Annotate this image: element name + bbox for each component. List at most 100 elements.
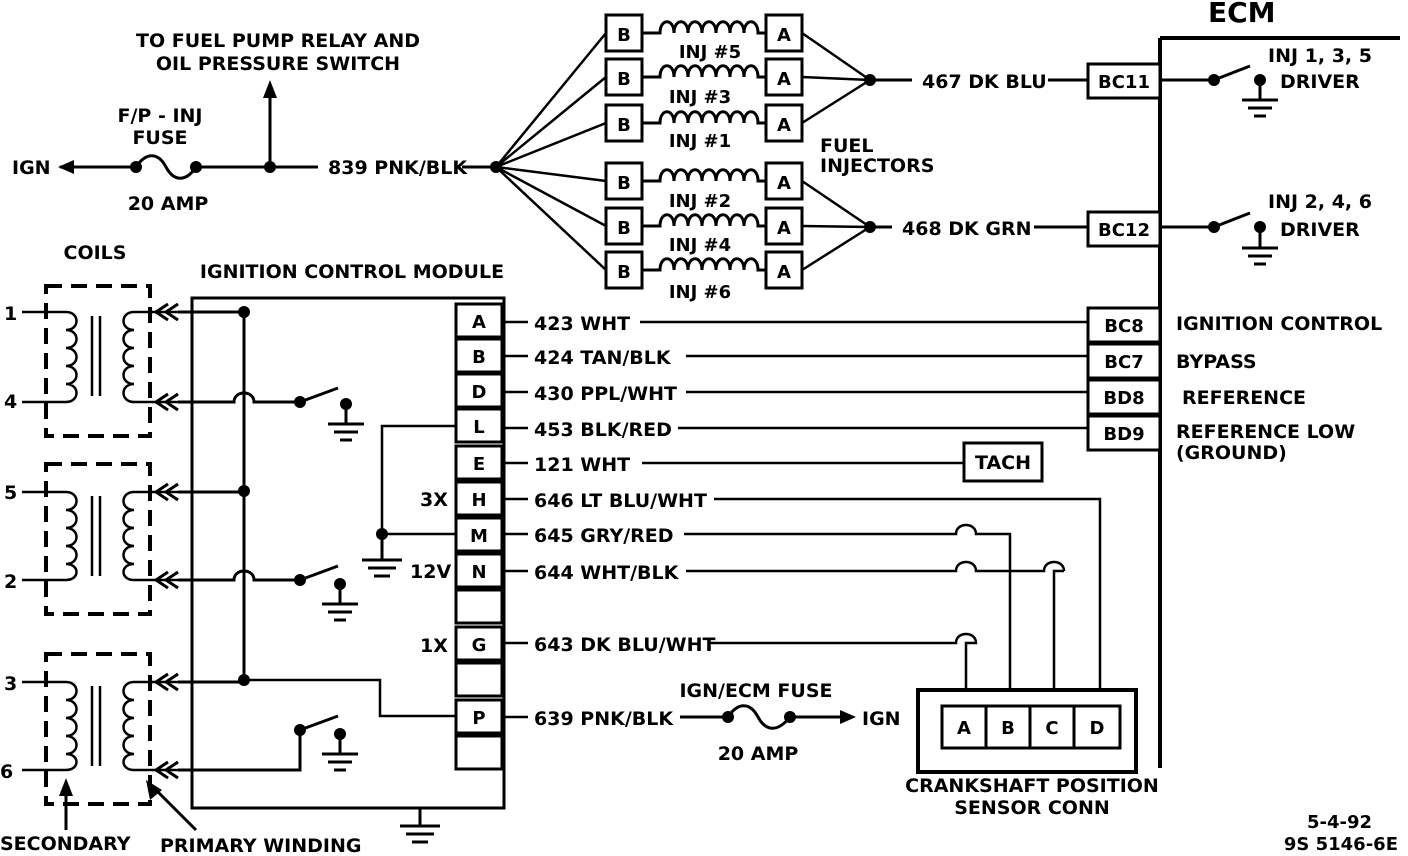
inj5-pin-b: B — [617, 25, 631, 46]
icm-pin-l: L — [473, 417, 484, 438]
icm-title: IGNITION CONTROL MODULE — [200, 261, 504, 283]
ckp-label-line1: CRANKSHAFT POSITION — [905, 775, 1159, 797]
wire-639-label: 639 PNK/BLK — [534, 708, 674, 730]
inj4-pin-a: A — [777, 218, 791, 239]
inj3-label: INJ #3 — [669, 87, 731, 108]
wire-424-label: 424 TAN/BLK — [534, 347, 672, 369]
ckp-pin-b: B — [1001, 718, 1015, 739]
wire-467-label: 467 DK BLU — [922, 71, 1047, 93]
icm-12v-label: 12V — [410, 561, 451, 583]
fp-inj-fuse-label-line1: F/P - INJ — [118, 105, 203, 127]
injector-3: B A INJ #3 — [604, 57, 804, 108]
wire-643-label: 643 DK BLU/WHT — [534, 634, 716, 656]
icm-wiring: 423 WHT 424 TAN/BLK 430 PPL/WHT 453 BLK/… — [504, 313, 1102, 730]
coil-terminal-1: 1 — [4, 303, 17, 325]
fp-inj-fuse-label-line2: FUSE — [132, 127, 187, 149]
wire-121-label: 121 WHT — [534, 454, 630, 476]
driver2-label-line1: INJ 2, 4, 6 — [1268, 191, 1372, 213]
ign-label-lower: IGN — [862, 708, 901, 730]
inj6-label: INJ #6 — [669, 282, 731, 303]
coil-terminal-5: 5 — [4, 482, 17, 504]
relay-label-line2: OIL PRESSURE SWITCH — [156, 53, 400, 75]
wire-468-label: 468 DK GRN — [902, 218, 1032, 240]
coil-terminal-3: 3 — [4, 673, 17, 695]
wire-644-label: 644 WHT/BLK — [534, 562, 680, 584]
icm-pin-h: H — [471, 490, 486, 511]
inj2-label: INJ #2 — [669, 191, 731, 212]
pin-bc11: BC11 — [1098, 72, 1150, 93]
icm-pin-m: M — [470, 526, 488, 547]
ckp-label-line2: SENSOR CONN — [954, 797, 1110, 819]
injector-2: B A INJ #2 — [604, 161, 804, 212]
ecm-bypass-label: BYPASS — [1176, 351, 1257, 373]
fp-inj-fuse-circuit: TO FUEL PUMP RELAY AND OIL PRESSURE SWIT… — [12, 30, 502, 215]
ecm-reference-label: REFERENCE — [1182, 387, 1306, 409]
pin-bc7: BC7 — [1104, 352, 1143, 373]
fuel-injectors-label-line1: FUEL — [820, 135, 874, 157]
footer-code: 9S 5146-6E — [1284, 834, 1398, 855]
tach-label: TACH — [975, 452, 1031, 474]
inj4-pin-b: B — [617, 218, 631, 239]
icm-pin-a: A — [472, 312, 486, 333]
injector-5: B A INJ #5 — [604, 13, 804, 63]
diagram-footer: 5-4-92 9S 5146-6E — [1284, 812, 1398, 855]
ignition-control-module: IGNITION CONTROL MODULE — [178, 261, 506, 844]
pin-bd8: BD8 — [1103, 388, 1144, 409]
pin-bc8: BC8 — [1104, 316, 1143, 337]
ign-ecm-fuse-label: IGN/ECM FUSE — [679, 680, 832, 702]
coil-terminal-2: 2 — [4, 571, 17, 593]
pin-bc12: BC12 — [1098, 220, 1150, 241]
inj4-label: INJ #4 — [669, 235, 731, 256]
wire-839-label: 839 PNK/BLK — [328, 157, 468, 179]
icm-pin-g: G — [472, 635, 487, 656]
footer-date: 5-4-92 — [1307, 812, 1372, 833]
driver1-label-line2: DRIVER — [1280, 71, 1360, 93]
ign-ecm-fuse-circuit: IGN/ECM FUSE 20 AMP IGN — [679, 680, 900, 765]
wire-453-label: 453 BLK/RED — [534, 419, 672, 441]
ecm-ignition-control-label: IGNITION CONTROL — [1176, 313, 1382, 335]
ckp-pin-d: D — [1090, 718, 1105, 739]
inj1-label: INJ #1 — [669, 131, 731, 152]
wire-423-label: 423 WHT — [534, 313, 630, 335]
fuel-injectors: B A INJ #5 B A INJ #3 B A INJ #1 B — [495, 13, 1088, 303]
driver1-label-line1: INJ 1, 3, 5 — [1268, 45, 1372, 67]
ecm-ground-label: (GROUND) — [1176, 442, 1287, 464]
coils-title: COILS — [64, 242, 127, 264]
inj2-pin-a: A — [777, 173, 791, 194]
coil-terminal-4: 4 — [4, 391, 17, 413]
icm-pin-n: N — [471, 562, 486, 583]
inj5-pin-a: A — [777, 25, 791, 46]
ecm-block: ECM BC11 BC12 INJ 1, 3, 5 DRIVER INJ 2, … — [1086, 0, 1400, 768]
icm-pin-b: B — [472, 347, 486, 368]
wire-430-label: 430 PPL/WHT — [534, 383, 677, 405]
wire-645-label: 645 GRY/RED — [534, 525, 674, 547]
ckp-pin-a: A — [957, 718, 971, 739]
ckp-pin-c: C — [1045, 718, 1058, 739]
inj6-pin-a: A — [777, 262, 791, 283]
coil-terminal-6: 6 — [0, 761, 13, 783]
icm-3x-label: 3X — [420, 489, 448, 511]
icm-pin-e: E — [473, 454, 485, 475]
relay-label-line1: TO FUEL PUMP RELAY AND — [136, 30, 420, 52]
ign-label-top: IGN — [12, 157, 51, 179]
fp-inj-fuse-amp: 20 AMP — [128, 193, 209, 215]
ignition-coils: COILS 1 4 5 2 3 6 — [0, 242, 361, 856]
ecm-title: ECM — [1208, 0, 1276, 29]
inj1-pin-a: A — [777, 115, 791, 136]
injector-1: B A INJ #1 — [604, 103, 804, 152]
inj1-pin-b: B — [617, 115, 631, 136]
inj3-pin-b: B — [617, 69, 631, 90]
icm-1x-label: 1X — [420, 635, 448, 657]
inj2-pin-b: B — [617, 173, 631, 194]
wire-646-label: 646 LT BLU/WHT — [534, 490, 707, 512]
crankshaft-position-sensor-connector: A B C D CRANKSHAFT POSITION SENSOR CONN — [905, 688, 1159, 819]
pin-bd9: BD9 — [1103, 424, 1144, 445]
inj3-pin-a: A — [777, 69, 791, 90]
fuel-injectors-label-line2: INJECTORS — [820, 155, 934, 177]
inj5-label: INJ #5 — [679, 42, 741, 63]
secondary-label: SECONDARY — [0, 833, 131, 855]
icm-pin-d: D — [472, 382, 487, 403]
ign-ecm-fuse-amp: 20 AMP — [718, 743, 799, 765]
injector-4: B A INJ #4 — [604, 206, 804, 256]
